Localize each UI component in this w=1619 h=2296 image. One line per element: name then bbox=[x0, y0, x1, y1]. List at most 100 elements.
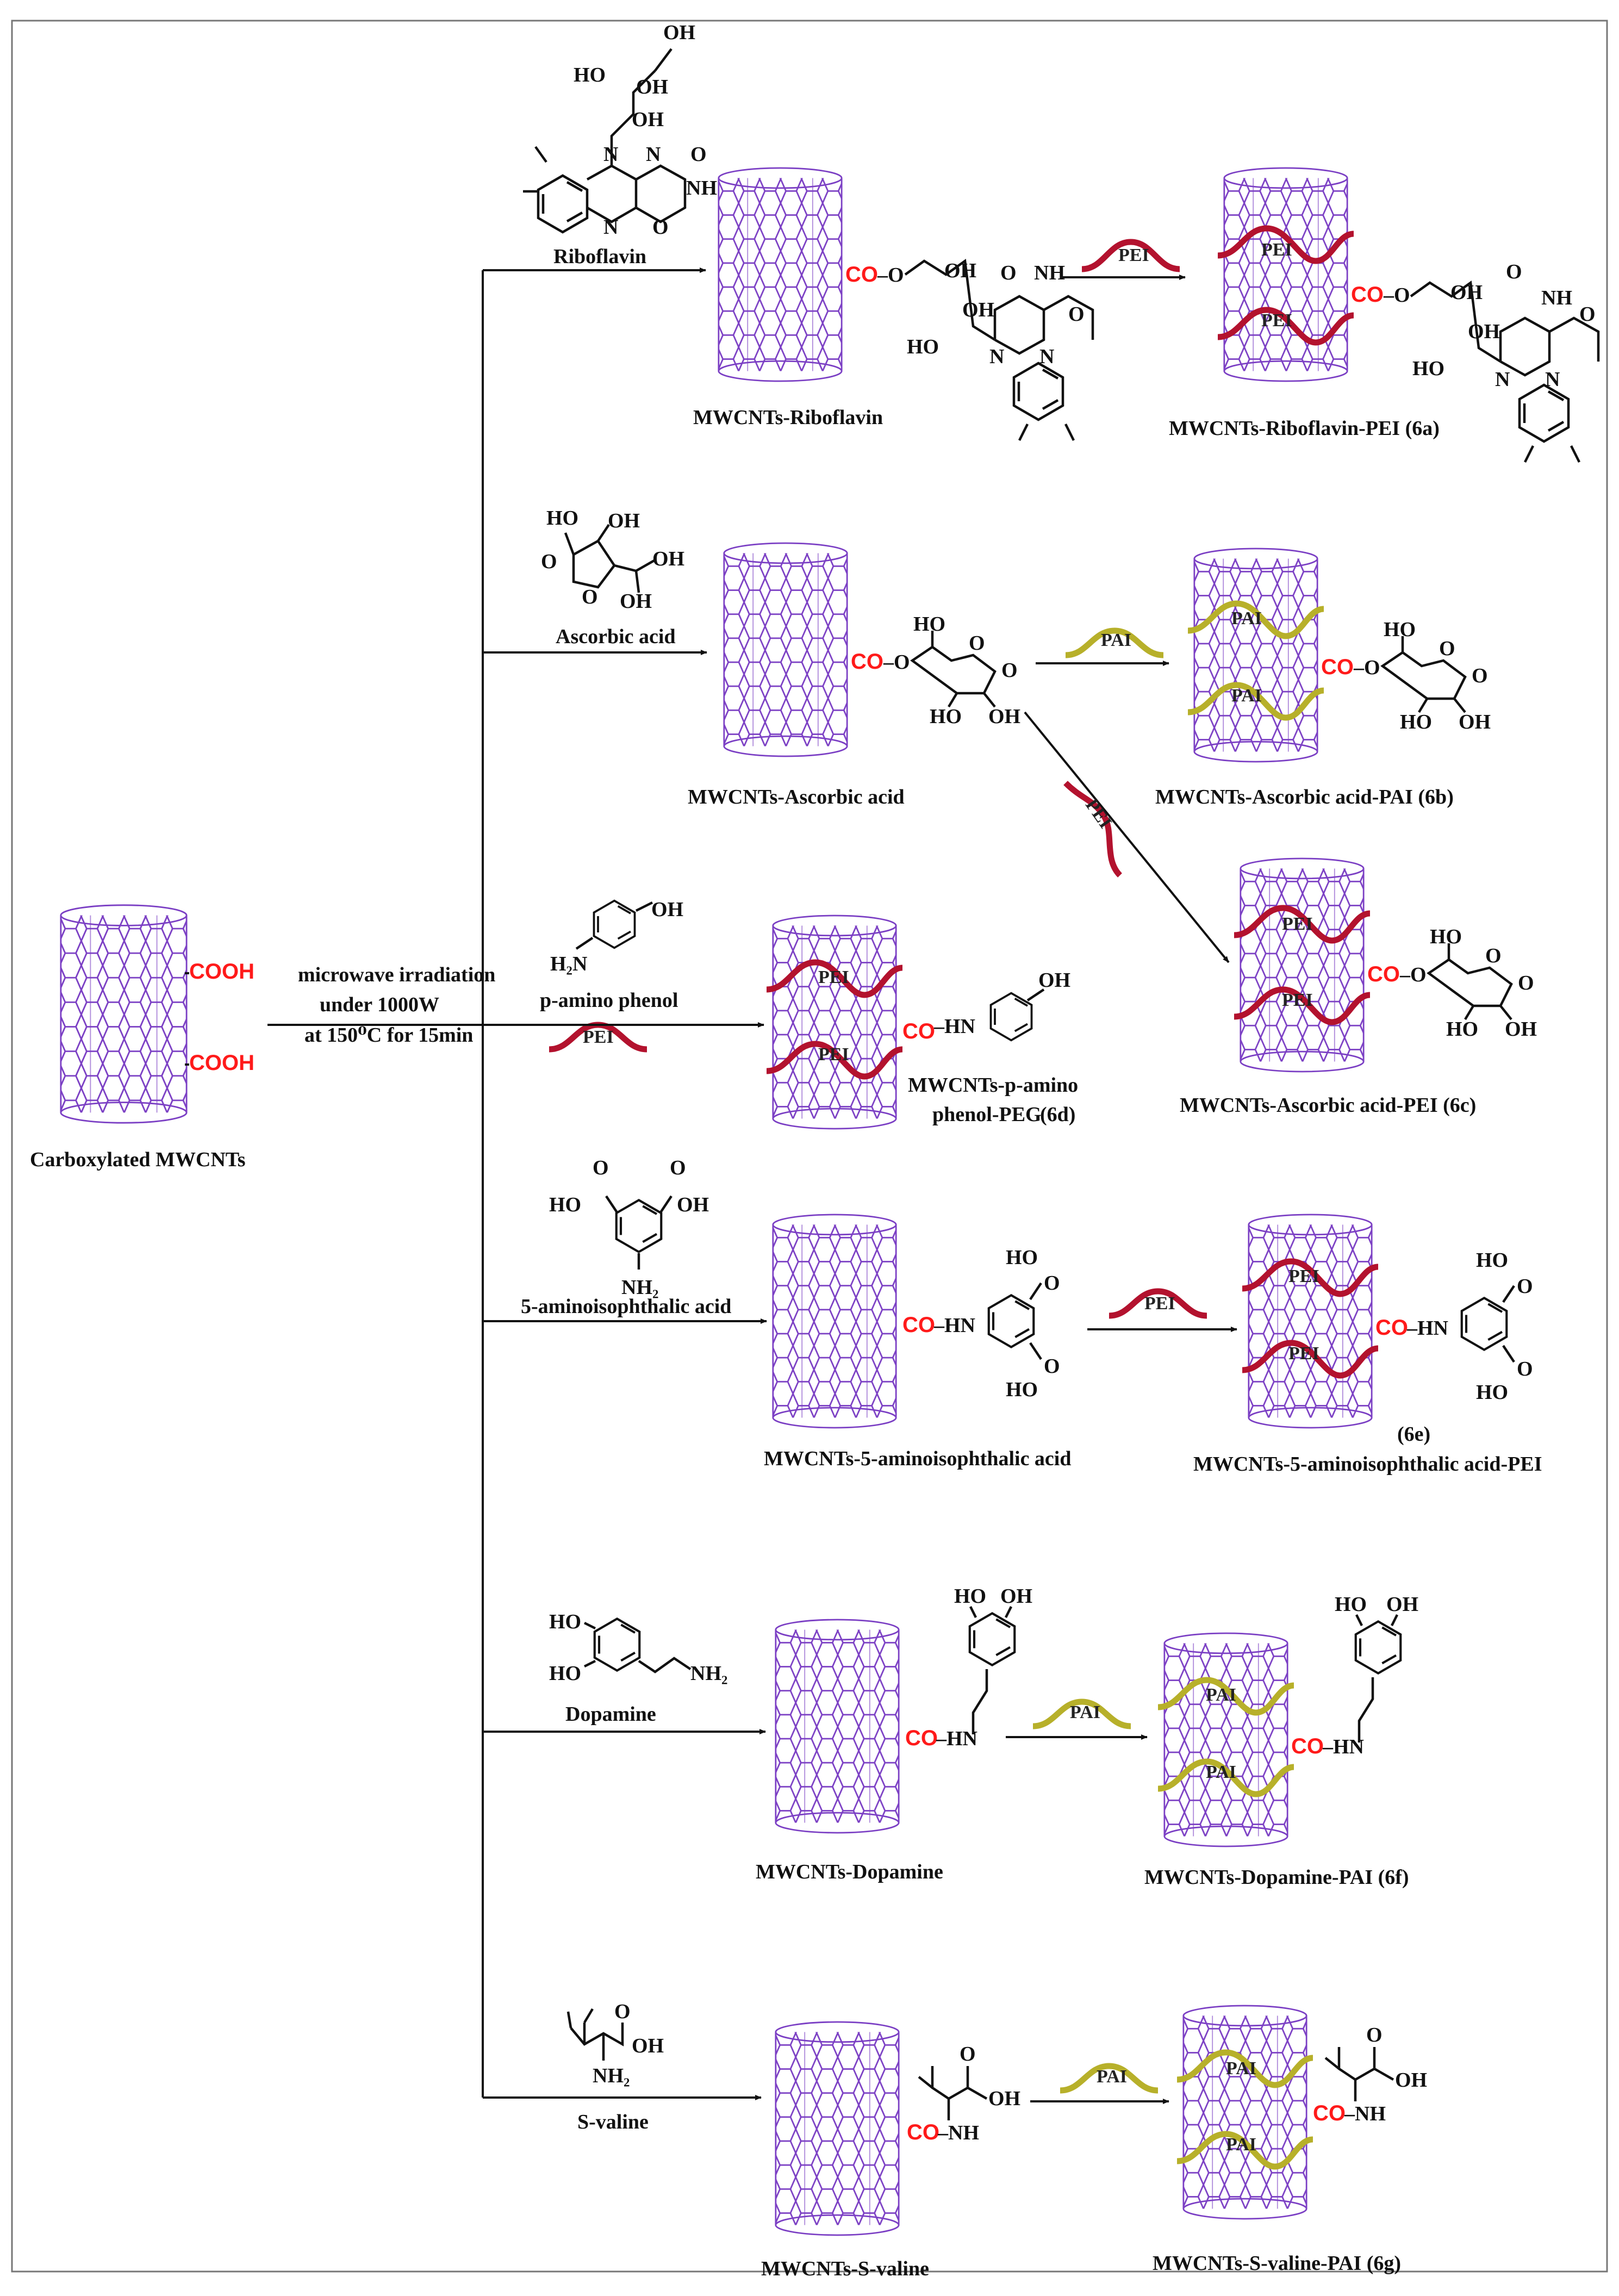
dopamine-product-oh: OH bbox=[1386, 1593, 1418, 1616]
ascorbic-pai-o2: O bbox=[1472, 664, 1488, 687]
aminoisophthalic-attached-ho-1: HO bbox=[1006, 1246, 1038, 1269]
ascorbic-pai-oh: OH bbox=[1459, 711, 1491, 733]
ascorbic-ester-o: –O bbox=[883, 651, 910, 674]
riboflavin-reagent-label: Riboflavin bbox=[553, 245, 646, 268]
riboflavin-attached-n2: N bbox=[1039, 345, 1054, 368]
aminoisophthalic-product-amide: –HN bbox=[1406, 1317, 1448, 1340]
aminophenol-pei-label: PEI bbox=[583, 1027, 614, 1047]
dopamine-co: CO bbox=[905, 1726, 938, 1750]
ascorbic-attached-o: O bbox=[969, 632, 985, 655]
ascorbic-pai-wrap-1 bbox=[1187, 600, 1324, 639]
ascorbic-pei-text-2: PEI bbox=[1282, 990, 1313, 1010]
aminoisophthalic-product-pei-wrap-1 bbox=[1242, 1258, 1379, 1297]
dopamine-attached-ho: HO bbox=[954, 1585, 986, 1608]
dopamine-amide: –HN bbox=[936, 1727, 977, 1750]
aminoisophthalic-product-o-2: O bbox=[1517, 1358, 1533, 1380]
dopamine-reagent-label: Dopamine bbox=[565, 1703, 656, 1726]
aminoisophthalic-nanotube bbox=[772, 1214, 897, 1429]
ascorbic-pei-text-1: PEI bbox=[1282, 914, 1313, 934]
aminoisophthalic-oh: OH bbox=[677, 1193, 709, 1216]
aminoisophthalic-pei-label: PEI bbox=[1144, 1293, 1175, 1314]
ascorbic-structure: HO OH O O OH OH bbox=[541, 507, 684, 613]
aminoisophthalic-intermediate-label: MWCNTs-5-aminoisophthalic acid bbox=[764, 1447, 1072, 1470]
start-nanotube bbox=[60, 904, 188, 1124]
ascorbic-pai-text-1: PAI bbox=[1231, 608, 1262, 629]
riboflavin-product-oh-1: OH bbox=[1450, 281, 1483, 304]
riboflavin-product-structure: OH OH HO O NH O N N bbox=[1410, 260, 1600, 463]
dopamine-attached-oh: OH bbox=[1000, 1585, 1032, 1608]
valine-intermediate-label: MWCNTs-S-valine bbox=[761, 2257, 929, 2280]
aminoisophthalic-product-nanotube bbox=[1248, 1214, 1373, 1429]
condition-line-3: at 150⁰C for 15min bbox=[304, 1024, 473, 1047]
valine-product-oh: OH bbox=[1395, 2069, 1427, 2092]
riboflavin-product-o: O bbox=[1506, 260, 1522, 283]
aminophenol-pei-wrap-2 bbox=[766, 1041, 903, 1080]
aminoisophthalic-pei-strand bbox=[1109, 1288, 1207, 1319]
dopamine-intermediate-label: MWCNTs-Dopamine bbox=[756, 1861, 943, 1883]
aminophenol-pei-text-1: PEI bbox=[818, 967, 849, 987]
riboflavin-product-n: N bbox=[1495, 368, 1510, 391]
valine-reagent-label: S-valine bbox=[577, 2111, 649, 2133]
aminoisophthalic-product-co: CO bbox=[1375, 1316, 1408, 1340]
riboflavin-n1: N bbox=[603, 143, 618, 166]
start-cooh-2: COOH bbox=[189, 1051, 254, 1075]
ascorbic-pai-o: O bbox=[1439, 637, 1455, 660]
aminoisophthalic-o-2: O bbox=[670, 1156, 686, 1179]
aminoisophthalic-product-ho-1: HO bbox=[1476, 1249, 1508, 1272]
riboflavin-oh-1: OH bbox=[636, 76, 668, 98]
ascorbic-pei-nanotube bbox=[1240, 857, 1365, 1073]
ascorbic-pai-ho2: HO bbox=[1400, 711, 1432, 733]
aminophenol-pei-wrap-1 bbox=[766, 959, 903, 998]
aminoisophthalic-product-pei-text-2: PEI bbox=[1288, 1343, 1319, 1364]
riboflavin-product-pei-wrap-2 bbox=[1217, 307, 1354, 346]
ascorbic-oh-3: OH bbox=[620, 590, 652, 613]
ascorbic-o: O bbox=[541, 550, 557, 573]
dopamine-ho-2: HO bbox=[549, 1662, 581, 1685]
ascorbic-pai-label: PAI bbox=[1101, 630, 1131, 650]
ascorbic-nanotube bbox=[723, 542, 848, 757]
aminophenol-oh: OH bbox=[651, 898, 683, 921]
ascorbic-pai-ho: HO bbox=[1384, 618, 1416, 641]
riboflavin-ester-o: –O bbox=[877, 264, 904, 287]
riboflavin-product-o2: O bbox=[1579, 303, 1596, 326]
dopamine-ho-1: HO bbox=[549, 1610, 581, 1633]
condition-line-1: microwave irradiation bbox=[298, 963, 495, 986]
ascorbic-pai-nanotube bbox=[1193, 547, 1318, 763]
valine-attached-o: O bbox=[960, 2043, 976, 2065]
ascorbic-attached-structure: HO O O HO OH bbox=[910, 613, 1020, 728]
ascorbic-pai-wrap-2 bbox=[1187, 682, 1324, 721]
aminophenol-amide: –HN bbox=[933, 1015, 975, 1038]
ascorbic-attached-o2: O bbox=[1001, 659, 1018, 682]
ascorbic-ho: HO bbox=[546, 507, 578, 530]
branch-ascorbic: HO OH O O OH OH Ascorbic acid CO –O HO O… bbox=[483, 507, 1537, 1117]
dopamine-structure: HO HO NH₂ bbox=[549, 1610, 727, 1685]
valine-nh2: NH₂ bbox=[593, 2064, 630, 2087]
ascorbic-pai-strand bbox=[1065, 627, 1164, 658]
aminoisophthalic-product-label: MWCNTs-5-aminoisophthalic acid-PEI bbox=[1193, 1453, 1542, 1476]
dopamine-product-nanotube bbox=[1163, 1632, 1288, 1847]
riboflavin-structure: N N O NH O N HO OH OH OH bbox=[523, 21, 717, 239]
valine-pai-strand bbox=[1060, 2063, 1159, 2094]
riboflavin-co: CO bbox=[845, 263, 878, 287]
dopamine-product-structure: HO OH bbox=[1335, 1593, 1418, 1743]
valine-product-co: CO bbox=[1313, 2101, 1346, 2125]
aminoisophthalic-amide: –HN bbox=[933, 1314, 975, 1337]
aminoisophthalic-product-structure: HO O O HO bbox=[1462, 1249, 1533, 1404]
valine-o: O bbox=[614, 2000, 631, 2023]
ascorbic-pei-o2: O bbox=[1518, 972, 1534, 994]
riboflavin-attached-n: N bbox=[989, 345, 1004, 368]
aminoisophthalic-ho: HO bbox=[549, 1193, 581, 1216]
riboflavin-intermediate-label: MWCNTs-Riboflavin bbox=[693, 406, 883, 429]
riboflavin-product-co: CO bbox=[1351, 283, 1384, 307]
dopamine-product-pai-text-1: PAI bbox=[1206, 1685, 1236, 1705]
aminophenol-co: CO bbox=[902, 1019, 935, 1043]
riboflavin-product-pei-text-1: PEI bbox=[1261, 240, 1292, 260]
valine-product-pai-wrap-1 bbox=[1176, 2049, 1313, 2088]
riboflavin-o1: O bbox=[690, 143, 707, 166]
ascorbic-pei-wrap-1 bbox=[1234, 905, 1371, 944]
ascorbic-pei-structure: HO O O HO OH bbox=[1427, 925, 1537, 1041]
dopamine-product-co: CO bbox=[1291, 1734, 1324, 1758]
riboflavin-nanotube bbox=[718, 167, 843, 382]
ascorbic-diag-pei-strand bbox=[1063, 781, 1123, 878]
aminoisophthalic-reagent-label: 5-aminoisophthalic acid bbox=[521, 1295, 731, 1318]
